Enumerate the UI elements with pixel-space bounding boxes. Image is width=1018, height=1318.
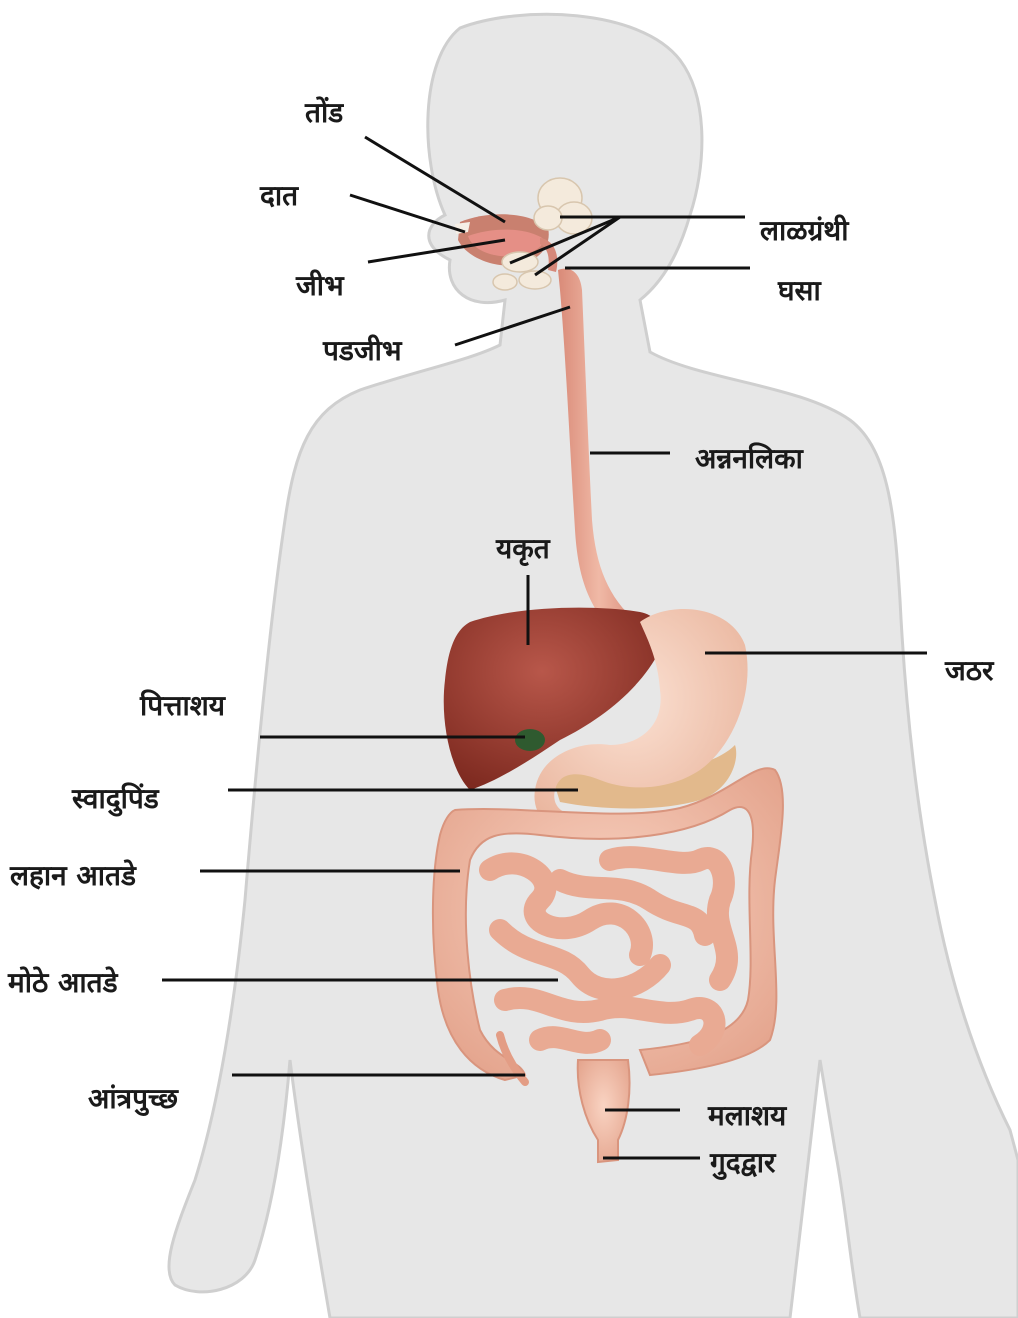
label-gallbladder: पित्ताशय (139, 689, 227, 722)
label-pancreas: स्वादुपिंड (71, 782, 160, 817)
label-rectum: मलाशय (707, 1099, 788, 1132)
label-esophagus: अन्ननलिका (695, 442, 805, 475)
label-tongue: जीभ (295, 269, 345, 302)
label-stomach: जठर (944, 654, 995, 687)
label-mouth: तोंड (304, 96, 344, 129)
label-anus: गुदद्वार (709, 1146, 777, 1180)
label-small-intestine: लहान आतडे (9, 859, 137, 892)
label-teeth: दात (259, 179, 299, 212)
label-pharynx: घसा (777, 274, 822, 307)
label-appendix: आंत्रपुच्छ (88, 1082, 179, 1116)
label-large-intestine: मोठे आतडे (7, 966, 119, 999)
label-liver: यकृत (495, 532, 551, 566)
label-salivary-glands: लाळग्रंथी (759, 214, 850, 247)
gallbladder-shape (515, 729, 545, 751)
label-epiglottis: पडजीभ (322, 334, 403, 367)
